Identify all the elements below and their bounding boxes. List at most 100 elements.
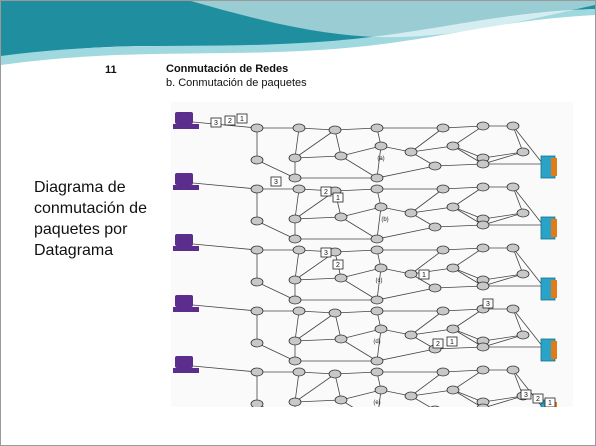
link-line	[410, 249, 444, 275]
router-node	[328, 308, 342, 318]
router-node	[370, 367, 384, 377]
panel-label: (d)	[373, 339, 380, 345]
panel-label: (b)	[381, 217, 388, 223]
packet-label: 3	[486, 301, 490, 308]
computer-icon	[175, 173, 193, 185]
router-node	[334, 151, 348, 161]
link-line	[256, 220, 296, 240]
link-line	[340, 389, 382, 401]
packet-label: 2	[436, 341, 440, 348]
link-line	[512, 308, 524, 336]
packet-box	[224, 115, 236, 126]
link-line	[434, 224, 484, 228]
link-line	[376, 165, 436, 179]
router-node	[506, 182, 520, 192]
router-node	[404, 269, 418, 279]
router-node	[476, 243, 490, 253]
link-line	[512, 125, 524, 153]
link-line	[340, 155, 378, 179]
computer-icon	[175, 295, 193, 307]
link-line	[452, 125, 484, 147]
router-node	[250, 338, 264, 348]
router-node	[250, 184, 264, 194]
packet-box	[332, 192, 344, 203]
caption-line: Datagrama	[34, 242, 114, 259]
router-node	[374, 385, 388, 395]
router-node	[370, 173, 384, 183]
link-line	[442, 308, 484, 312]
packet-box	[210, 117, 222, 128]
packet-box	[520, 389, 532, 400]
router-node	[328, 125, 342, 135]
link-line	[452, 328, 484, 348]
packet-box	[270, 176, 282, 187]
router-node	[476, 281, 490, 291]
packet-label: 1	[548, 400, 552, 407]
router-node	[370, 234, 384, 244]
packet-label: 2	[324, 189, 328, 196]
router-node	[428, 283, 442, 293]
panel-label: (a)	[377, 156, 384, 162]
link-line	[294, 249, 300, 281]
router-node	[436, 245, 450, 255]
link-line	[452, 206, 484, 226]
link-line	[482, 334, 524, 342]
packet-box	[432, 338, 444, 349]
router-node	[288, 356, 302, 366]
router-node	[334, 273, 348, 283]
router-node	[506, 365, 520, 375]
link-line	[410, 206, 454, 214]
computer-keyboard-icon	[173, 124, 199, 129]
router-node	[292, 367, 306, 377]
computer-icon	[175, 112, 193, 124]
link-line	[512, 247, 544, 287]
packet-box	[236, 113, 248, 124]
router-node	[250, 277, 264, 287]
packet-box	[418, 269, 430, 280]
link-line	[334, 127, 378, 131]
link-line	[376, 287, 436, 301]
router-node	[446, 324, 460, 334]
server-panel-icon	[551, 341, 557, 359]
link-line	[334, 188, 378, 192]
router-node	[476, 159, 490, 169]
router-node	[374, 202, 388, 212]
router-node	[506, 121, 520, 131]
router-node	[250, 245, 264, 255]
router-node	[446, 385, 460, 395]
router-node	[374, 263, 388, 273]
packet-box	[332, 259, 344, 270]
router-node	[288, 234, 302, 244]
link-line	[482, 212, 524, 226]
link-line	[294, 129, 336, 159]
link-line	[434, 285, 484, 289]
link-line	[482, 395, 524, 403]
link-line	[378, 389, 382, 407]
router-node	[288, 397, 302, 407]
packet-box	[544, 397, 556, 407]
link-line	[512, 308, 544, 348]
link-line	[376, 145, 382, 179]
link-line	[410, 267, 454, 275]
router-node	[436, 184, 450, 194]
link-line	[340, 216, 378, 240]
router-node	[476, 403, 490, 407]
link-line	[482, 334, 524, 348]
packet-label: 2	[336, 262, 340, 269]
router-node	[436, 367, 450, 377]
link-line	[452, 145, 484, 165]
link-line	[484, 395, 524, 407]
router-node	[374, 324, 388, 334]
router-node	[516, 330, 530, 340]
link-line	[294, 371, 300, 403]
link-line	[256, 342, 296, 362]
link-line	[192, 304, 258, 312]
packet-box	[446, 336, 458, 347]
router-node	[250, 155, 264, 165]
link-line	[410, 188, 444, 214]
router-node	[370, 184, 384, 194]
computer-icon	[175, 356, 193, 368]
link-line	[340, 145, 382, 157]
link-line	[410, 389, 454, 397]
